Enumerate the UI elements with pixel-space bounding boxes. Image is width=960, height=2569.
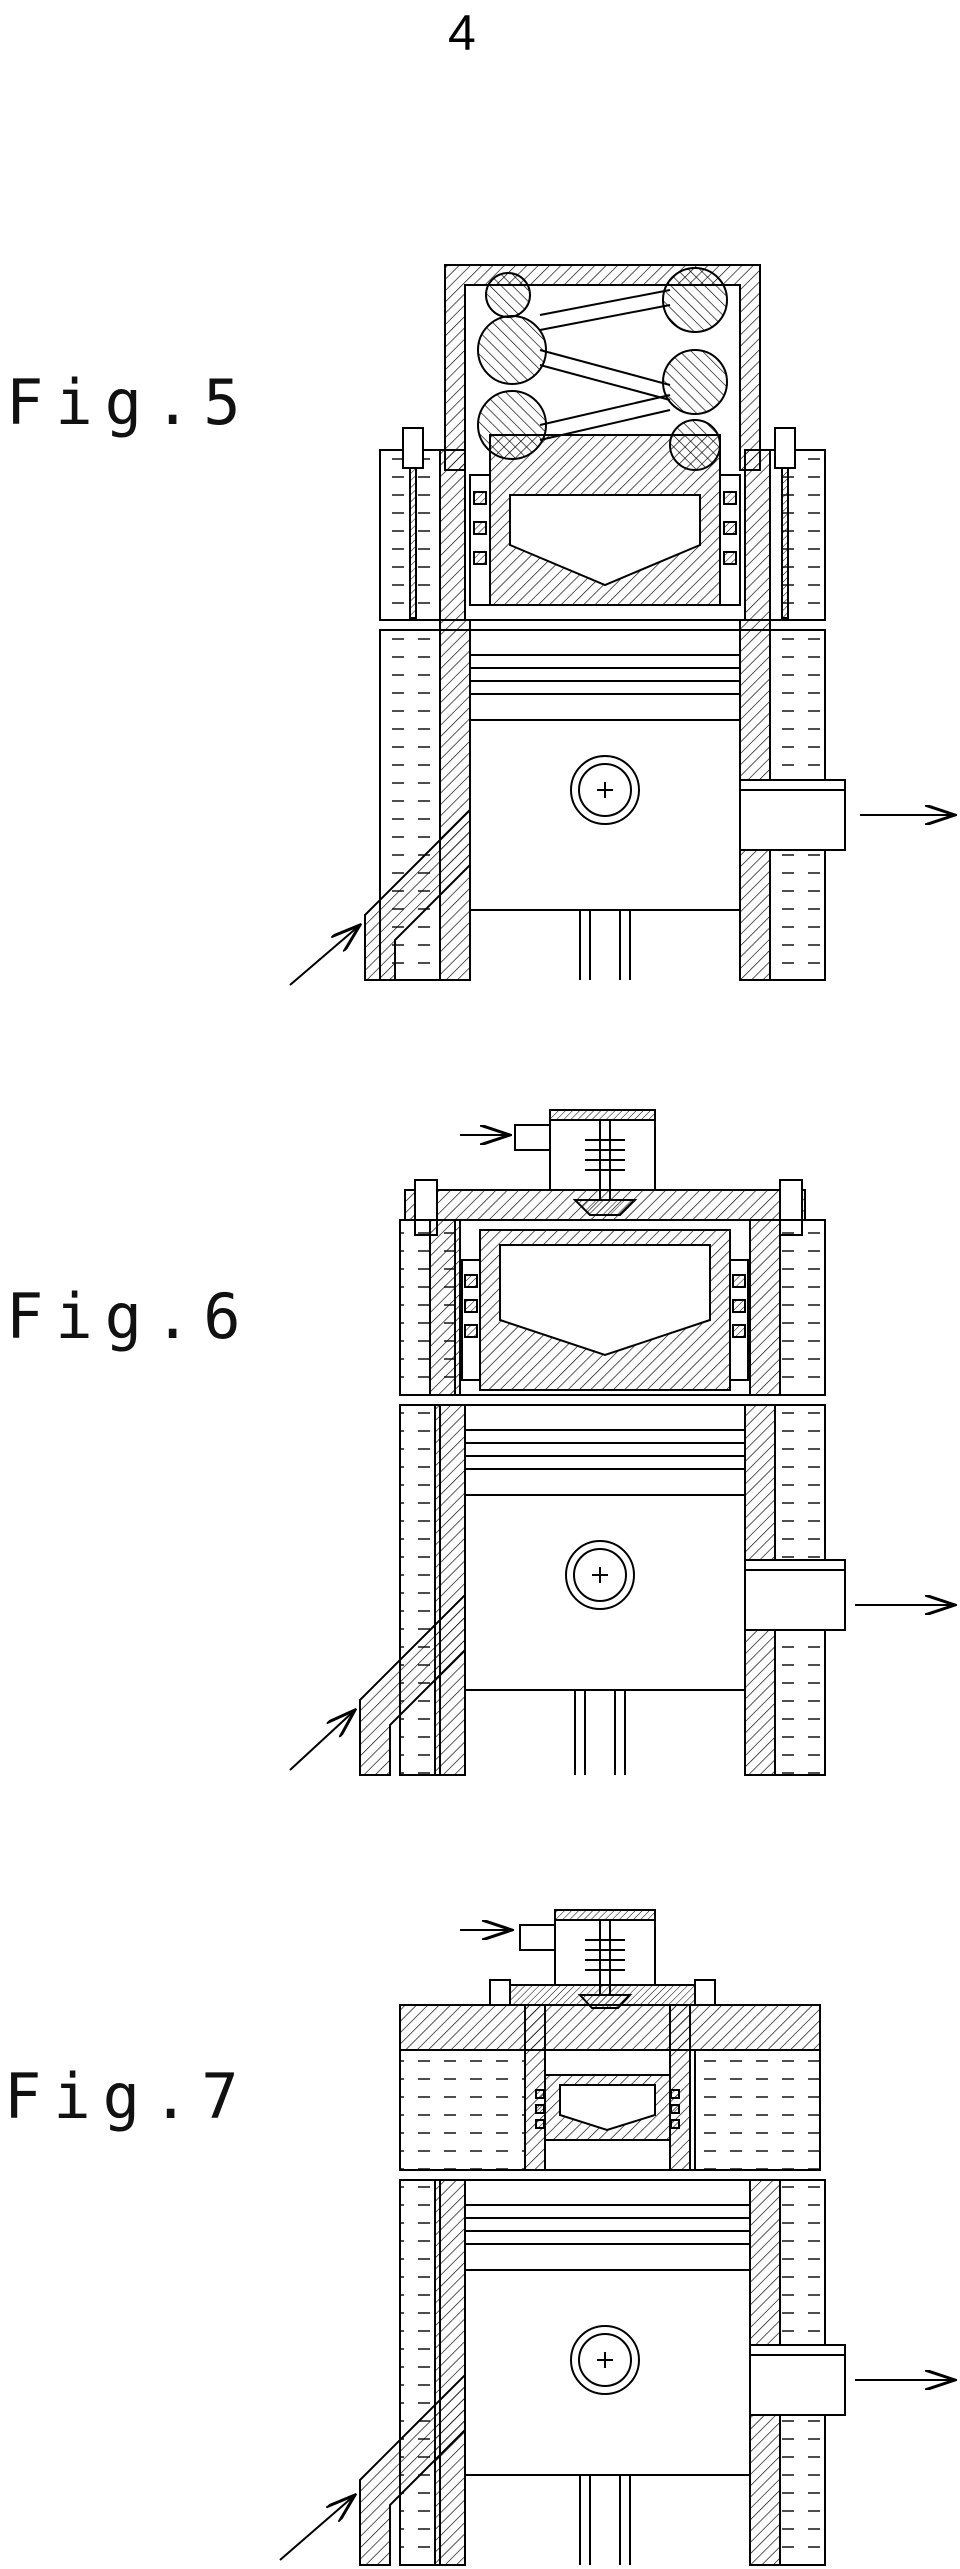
fig5-label: Fig.5	[6, 366, 253, 439]
fig7-label: Fig.7	[4, 2060, 251, 2133]
page-number: 4	[448, 5, 476, 61]
fig6-label: Fig.6	[6, 1280, 253, 1353]
fig6-drawing	[289, 1109, 955, 1776]
fig5-drawing	[289, 264, 955, 986]
fig7-drawing	[279, 1909, 955, 2566]
